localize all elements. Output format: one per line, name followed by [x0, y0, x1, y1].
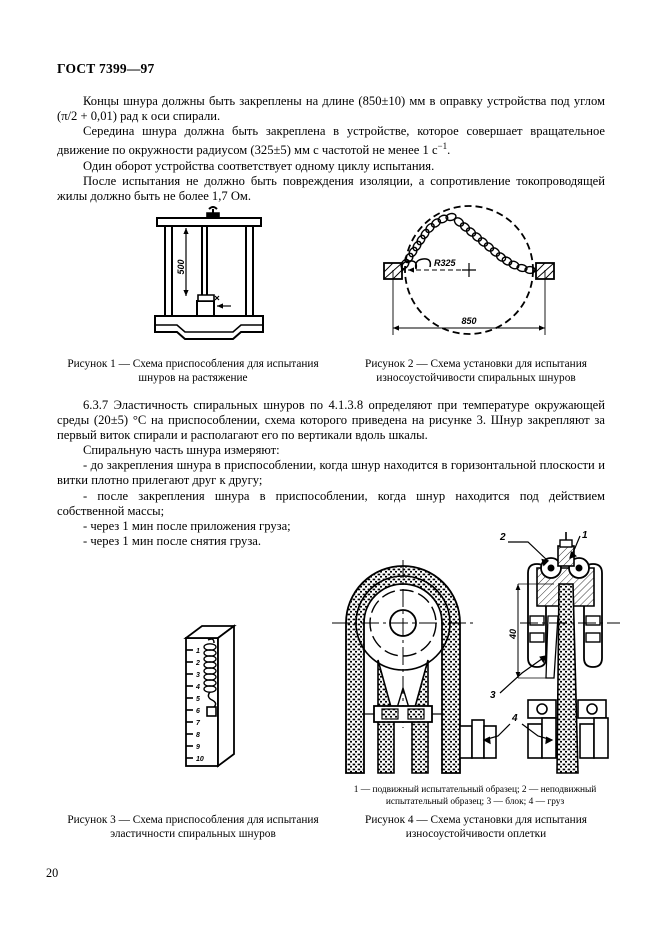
figure-4-dimension-40: 40	[508, 629, 518, 640]
figure-3-spiral-cord	[203, 638, 217, 717]
figure-3-caption: Рисунок 3 — Схема приспособления для исп…	[57, 814, 329, 841]
figure-4-legend: 1 — подвижный испытательный образец; 2 —…	[330, 784, 620, 808]
figure-1-drawing: 500	[145, 205, 285, 345]
figure-2-drawing: R325 850	[372, 200, 567, 350]
figure-4-caption-line1: Рисунок 4 — Схема установки для испытани…	[365, 814, 587, 826]
figure-4-caption-line2: износоустойчивости оплетки	[405, 827, 547, 840]
figure-1-caption: Рисунок 1 — Схема приспособления для исп…	[57, 358, 329, 385]
figure-4-left-view	[332, 560, 497, 774]
scale-mark-4: 4	[195, 684, 200, 691]
figure-2-radius-label: R325	[434, 258, 457, 268]
standard-number-header: ГОСТ 7399—97	[57, 61, 155, 76]
scale-mark-7: 7	[196, 720, 201, 727]
figure-4-callout-1: 1	[582, 530, 588, 541]
figure-4-callout-numbers: 2 1 3 4 40	[490, 530, 588, 724]
figure-4-svg: 2 1 3 4 40	[332, 530, 620, 774]
scale-mark-5: 5	[196, 696, 200, 703]
section-637-text-block: 6.3.7 Эластичность спиральных шнуров по …	[57, 398, 605, 549]
figure-4-drawing: 2 1 3 4 40	[332, 528, 632, 778]
figure-4-callout-leaders	[482, 535, 581, 745]
scale-mark-6: 6	[196, 708, 200, 715]
figure-4-caption: Рисунок 4 — Схема установки для испытани…	[340, 814, 612, 841]
superscript-exponent: −1	[437, 141, 448, 152]
figure-3-drawing: 1 2 3 4 5 6 7 8 9 10	[172, 620, 252, 780]
paragraph-637-item-2: - после закрепления шнура в приспособлен…	[57, 488, 605, 518]
paragraph-637-main: 6.3.7 Эластичность спиральных шнуров по …	[57, 398, 605, 443]
figure-1-dimension-500: 500	[176, 259, 186, 274]
page-number: 20	[46, 866, 59, 880]
figure-3-svg: 1 2 3 4 5 6 7 8 9 10	[183, 624, 237, 768]
figure-3-caption-line2: эластичности спиральных шнуров	[110, 827, 276, 840]
intro-text-block: Концы шнура должны быть закреплены на дл…	[57, 94, 605, 204]
figure-3-caption-line1: Рисунок 3 — Схема приспособления для исп…	[67, 814, 319, 826]
figure-2-width-label: 850	[461, 316, 476, 326]
scale-mark-1: 1	[196, 648, 200, 655]
figure-2-caption: Рисунок 2 — Схема установки для испытани…	[340, 358, 612, 385]
scale-mark-3: 3	[196, 672, 200, 679]
scale-mark-10: 10	[196, 756, 204, 763]
paragraph-637-measure-intro: Спиральную часть шнура измеряют:	[83, 443, 280, 458]
figure-4-legend-line1: 1 — подвижный испытательный образец; 2 —…	[353, 785, 597, 795]
figure-2-caption-line1: Рисунок 2 — Схема установки для испытани…	[365, 358, 587, 370]
figure-4-legend-line2: испытательный образец; 3 — блок; 4 — гру…	[385, 797, 565, 807]
scale-mark-2: 2	[195, 660, 200, 667]
paragraph-637-item-4: - через 1 мин после снятия груза.	[83, 533, 262, 548]
figure-1-svg: 500	[154, 206, 264, 340]
figure-1-caption-line1: Рисунок 1 — Схема приспособления для исп…	[67, 358, 319, 370]
paragraph-637-item-1: - до закрепления шнура в приспособлении,…	[57, 458, 605, 488]
figure-4-callout-3: 3	[490, 690, 496, 701]
figure-2-svg: R325 850	[383, 205, 555, 335]
figure-3-scale-numbers: 1 2 3 4 5 6 7 8 9 10	[195, 648, 204, 763]
paragraph-637-item-3: - через 1 мин после приложения груза;	[83, 518, 291, 533]
figure-2-caption-line2: износоустойчивости спиральных шнуров	[376, 371, 576, 384]
scale-mark-8: 8	[196, 732, 200, 739]
paragraph-one-turn: Один оборот устройства соответствует одн…	[83, 158, 435, 173]
figure-1-caption-line2: шнуров на растяжение	[138, 371, 248, 384]
figure-4-right-view	[515, 532, 620, 774]
scale-mark-9: 9	[196, 744, 200, 751]
paragraph-cord-ends: Концы шнура должны быть закреплены на дл…	[57, 94, 605, 124]
figure-4-callout-2: 2	[499, 532, 506, 543]
paragraph-cord-middle: Середина шнура должна быть закреплена в …	[57, 124, 605, 158]
figure-4-callout-4: 4	[511, 713, 518, 724]
paragraph-after-test: После испытания не должно быть поврежден…	[57, 173, 605, 203]
